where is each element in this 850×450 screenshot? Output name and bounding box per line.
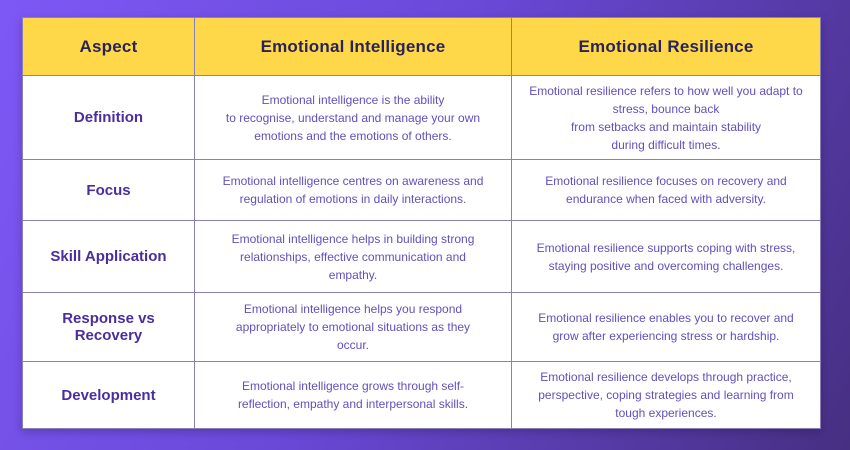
resilience-cell-skill-application: Emotional resilience supports coping wit… bbox=[511, 220, 821, 293]
intelligence-cell-skill-application: Emotional intelligence helps in building… bbox=[194, 220, 512, 293]
intelligence-cell-response-vs-recovery: Emotional intelligence helps you respond… bbox=[194, 292, 512, 362]
aspect-cell-response-vs-recovery: Response vs Recovery bbox=[22, 292, 195, 362]
header-cell-emotional-resilience: Emotional Resilience bbox=[511, 17, 821, 76]
header-cell-aspect: Aspect bbox=[22, 17, 195, 76]
table-row-skill-application: Skill Application Emotional intelligence… bbox=[22, 220, 821, 293]
resilience-cell-response-vs-recovery: Emotional resilience enables you to reco… bbox=[511, 292, 821, 362]
aspect-cell-definition: Definition bbox=[22, 75, 195, 160]
table-row-focus: Focus Emotional intelligence centres on … bbox=[22, 159, 821, 221]
comparison-table: Aspect Emotional Intelligence Emotional … bbox=[22, 17, 821, 429]
intelligence-cell-development: Emotional intelligence grows through sel… bbox=[194, 361, 512, 429]
resilience-cell-definition: Emotional resilience refers to how well … bbox=[511, 75, 821, 160]
resilience-cell-focus: Emotional resilience focuses on recovery… bbox=[511, 159, 821, 221]
resilience-cell-development: Emotional resilience develops through pr… bbox=[511, 361, 821, 429]
header-row: Aspect Emotional Intelligence Emotional … bbox=[22, 17, 821, 76]
aspect-cell-focus: Focus bbox=[22, 159, 195, 221]
intelligence-cell-definition: Emotional intelligence is the ability to… bbox=[194, 75, 512, 160]
table-row-response-vs-recovery: Response vs Recovery Emotional intellige… bbox=[22, 292, 821, 362]
table-row-development: Development Emotional intelligence grows… bbox=[22, 361, 821, 429]
intelligence-cell-focus: Emotional intelligence centres on awaren… bbox=[194, 159, 512, 221]
table-row-definition: Definition Emotional intelligence is the… bbox=[22, 75, 821, 160]
aspect-cell-development: Development bbox=[22, 361, 195, 429]
aspect-cell-skill-application: Skill Application bbox=[22, 220, 195, 293]
header-cell-emotional-intelligence: Emotional Intelligence bbox=[194, 17, 512, 76]
